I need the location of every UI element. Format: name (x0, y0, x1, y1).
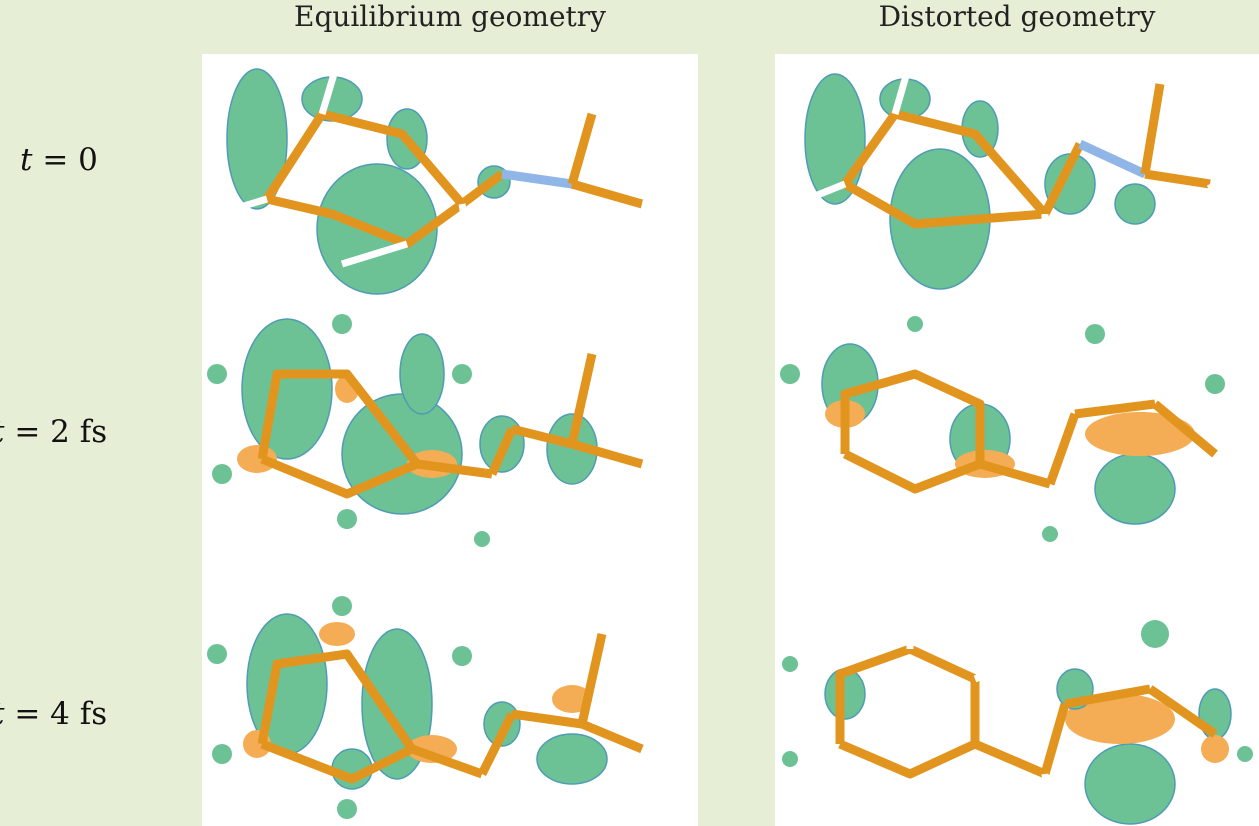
equilibrium-orbitals (207, 62, 683, 819)
h-atom (780, 364, 800, 384)
header-equilibrium: Equilibrium geometry (294, 0, 606, 33)
time-value: = 0 (32, 142, 98, 178)
bond (567, 353, 597, 445)
ring-bond (841, 109, 1050, 229)
panel-distorted (775, 54, 1259, 826)
h-bond (215, 195, 269, 218)
ring-bond (840, 369, 985, 494)
h-bond (973, 655, 1027, 683)
bond (570, 439, 644, 469)
h-atom (452, 364, 472, 384)
lobe (1114, 183, 1156, 225)
h-atom (212, 744, 232, 764)
h-bond (340, 240, 409, 268)
h-bond (793, 180, 847, 208)
h-atom (907, 316, 923, 332)
h-bond (1206, 182, 1234, 226)
panel-equilibrium (202, 54, 698, 826)
h-bond (641, 200, 683, 213)
lobe (319, 622, 355, 646)
lobe (226, 68, 288, 210)
bond (410, 744, 484, 779)
h-atom (1237, 746, 1253, 762)
bond (973, 739, 1047, 779)
lobe (1065, 694, 1175, 744)
lobe (1201, 735, 1229, 763)
bond (511, 709, 583, 729)
lobe (241, 318, 333, 460)
bond (1140, 83, 1165, 175)
bond (1078, 139, 1147, 179)
molecule-dist-t2 (780, 316, 1225, 542)
bond (570, 179, 644, 209)
bond (1040, 702, 1070, 776)
h-atom (1042, 526, 1058, 542)
h-atom (452, 646, 472, 666)
h-atom (207, 644, 227, 664)
bond (1040, 141, 1085, 217)
bond (416, 459, 493, 479)
bond (1147, 685, 1218, 738)
time-value: = 2 fs (4, 414, 108, 450)
bond (577, 633, 607, 725)
h-atom (337, 509, 357, 529)
h-atom (332, 596, 352, 616)
ring-bond (257, 649, 417, 784)
h-bond (458, 203, 476, 265)
h-atom (1085, 324, 1105, 344)
time-variable: t (0, 414, 4, 450)
bond (487, 427, 517, 476)
h-atom (332, 314, 352, 334)
h-atom (207, 364, 227, 384)
distorted-orbitals (780, 61, 1253, 825)
h-bond (318, 62, 341, 116)
molecule-eq-t2 (207, 314, 644, 547)
time-variable: t (0, 696, 4, 732)
row-label-t0: t = 0 (20, 142, 220, 178)
h-atom (1205, 374, 1225, 394)
bond (1064, 684, 1151, 709)
h-atom (474, 531, 490, 547)
header-distorted: Distorted geometry (878, 0, 1156, 33)
h-atom (782, 656, 798, 672)
bond (567, 112, 597, 186)
lobe (399, 333, 445, 415)
lobe (1094, 453, 1176, 525)
lobe (1085, 412, 1195, 456)
molecule-dist-t4 (782, 604, 1253, 825)
h-atom (337, 799, 357, 819)
molecule-eq-t0 (215, 62, 683, 295)
bond (459, 170, 505, 208)
lobe (1084, 743, 1176, 825)
bond (477, 711, 517, 777)
bond (1152, 400, 1218, 458)
molecule-dist-t0 (793, 61, 1234, 290)
time-variable: t (20, 142, 33, 178)
h-bond (891, 61, 914, 115)
bond (1045, 412, 1080, 486)
h-atom (782, 751, 798, 767)
bond (1144, 169, 1211, 189)
ring-bond (257, 369, 422, 499)
bond (501, 169, 573, 189)
bond (580, 719, 644, 754)
h-bond (1041, 773, 1054, 820)
row-label-t4: t = 4 fs (0, 696, 192, 732)
bond (510, 424, 574, 449)
molecule-eq-t4 (207, 596, 644, 819)
bond (1074, 399, 1156, 419)
row-label-t2: t = 2 fs (0, 414, 192, 450)
h-atom (212, 464, 232, 484)
h-atom (1141, 620, 1169, 648)
ring-bond (835, 644, 980, 779)
lobe (536, 733, 608, 785)
bond (978, 459, 1052, 489)
time-value: = 4 fs (4, 696, 108, 732)
